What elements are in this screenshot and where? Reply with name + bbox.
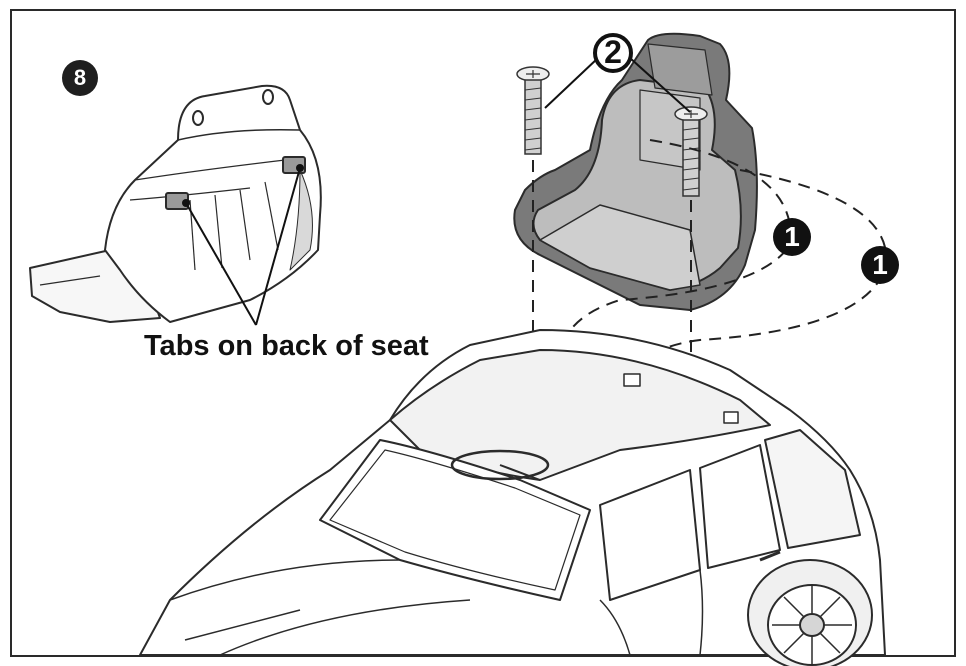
callout-screws: 2 (593, 33, 633, 73)
screw-right (674, 106, 708, 197)
callout-insert-rear-tab: 1 (861, 246, 899, 284)
screw-left (516, 66, 550, 155)
tab-leader-lines (185, 167, 301, 326)
ride-on-car (139, 329, 886, 666)
seat-front-view (513, 32, 758, 311)
step-number-badge: 8 (62, 60, 98, 96)
tabs-on-back-of-seat-label: Tabs on back of seat (144, 330, 429, 362)
callout-insert-front-tab: 1 (773, 218, 811, 256)
screw-leader-lines (544, 57, 691, 113)
seat-back-view (29, 84, 322, 323)
